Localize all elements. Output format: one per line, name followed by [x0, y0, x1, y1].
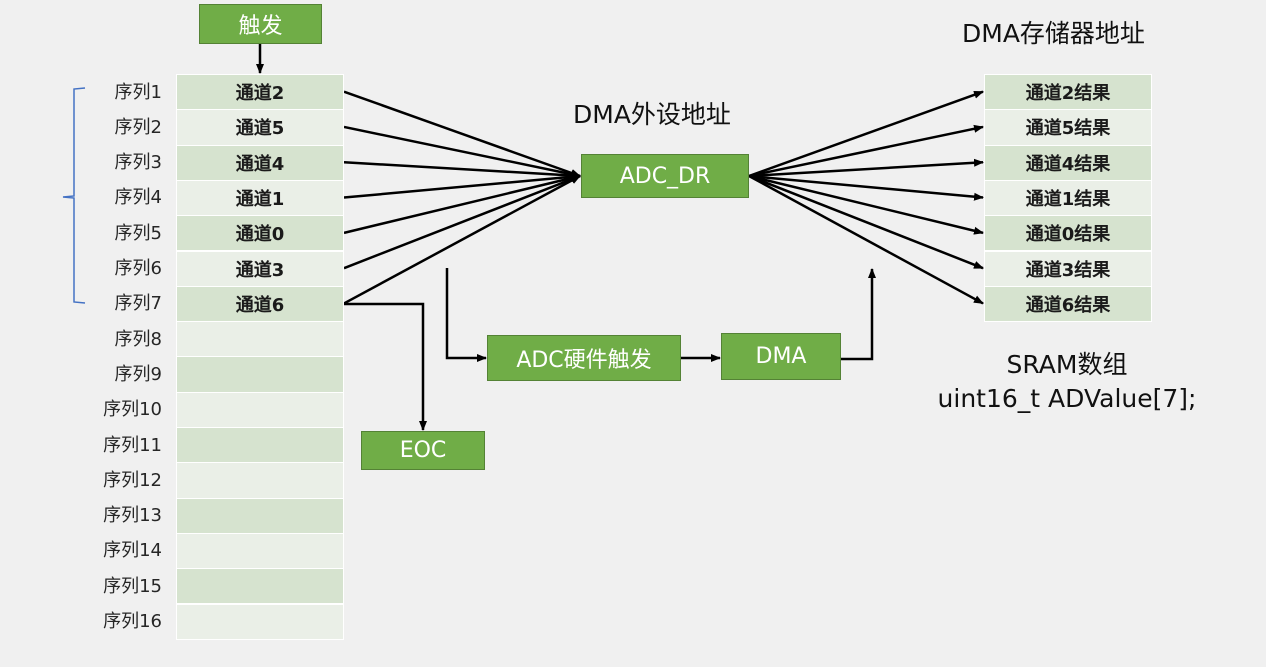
channel-to-adc-dr-arrow [343, 174, 581, 305]
adc-dr-to-result-arrow [748, 158, 984, 178]
sequence-label: 序列9 [114, 363, 162, 385]
sequence-label: 序列2 [114, 116, 162, 138]
dma-box: DMA [721, 333, 841, 380]
dma-label: DMA [755, 344, 807, 369]
sequence-cell: 通道3 [176, 250, 344, 287]
adc-dr-to-result-arrow [748, 90, 984, 178]
sequence-label: 序列16 [103, 611, 162, 632]
result-cell: 通道1结果 [984, 179, 1152, 217]
sequence-cell [176, 321, 344, 358]
result-cell: 通道6结果 [984, 285, 1152, 323]
sequence-label: 序列8 [114, 328, 162, 350]
eoc-label: EOC [399, 438, 447, 463]
result-cell: 通道2结果 [984, 74, 1152, 111]
adc-dr-to-result-arrow [748, 174, 984, 201]
sequence-label: 序列10 [103, 399, 162, 421]
sram-declaration: uint16_t ADValue[7]; [937, 384, 1197, 413]
adc-hw-trigger-label: ADC硬件触发 [516, 348, 652, 373]
adc-dr-to-result-arrow [748, 174, 984, 270]
memory-address-title: DMA存储器地址 [962, 19, 1145, 48]
adc-dr-to-result-arrow [748, 124, 984, 178]
sequence-label: 序列13 [103, 505, 162, 527]
hw-trigger-arrow [445, 268, 487, 362]
adc-dr-box: ADC_DR [581, 154, 749, 198]
result-cell: 通道3结果 [984, 250, 1152, 287]
channel-to-adc-dr-arrow [343, 172, 581, 199]
sequence-cell [176, 497, 344, 534]
sequence-cell: 通道4 [176, 144, 344, 181]
trigger-label: 触发 [238, 14, 283, 39]
trigger-box: 触发 [199, 4, 322, 44]
sequence-cell [176, 391, 344, 428]
sram-title: SRAM数组 [1006, 350, 1128, 379]
sequence-label: 序列4 [114, 187, 162, 209]
adc-dr-to-result-arrow [748, 174, 984, 235]
peripheral-address-title: DMA外设地址 [573, 100, 731, 129]
result-cell: 通道4结果 [984, 144, 1152, 181]
dma-up-arrow [841, 268, 876, 361]
sequence-label: 序列12 [103, 469, 162, 491]
sequence-label: 序列3 [114, 152, 162, 174]
sequence-label: 序列14 [103, 540, 162, 562]
sequence-cell: 通道1 [176, 179, 344, 217]
sequence-cell [176, 532, 344, 570]
channel-to-adc-dr-arrow [343, 174, 581, 235]
adc-dr-label: ADC_DR [619, 163, 711, 189]
channel-to-adc-dr-arrow [343, 161, 581, 180]
sequence-cell [176, 568, 344, 605]
result-cell: 通道0结果 [984, 215, 1152, 252]
channel-to-adc-dr-arrow [343, 174, 581, 270]
sequence-label: 序列5 [114, 222, 162, 244]
eoc-arrow [343, 302, 427, 431]
channel-to-adc-dr-arrow [343, 90, 581, 178]
sequence-label: 序列15 [103, 575, 162, 597]
sequence-label: 序列11 [103, 434, 162, 456]
sequence-brace [62, 87, 86, 304]
sequence-label: 序列6 [114, 258, 162, 279]
sequence-cell [176, 427, 344, 464]
sequence-cell: 通道6 [176, 285, 344, 323]
channel-to-adc-dr-arrow [343, 125, 581, 179]
result-cell: 通道5结果 [984, 109, 1152, 146]
sequence-cell [176, 462, 344, 499]
adc-hw-trigger-box: ADC硬件触发 [487, 335, 681, 381]
adc-dr-to-result-arrow [748, 174, 984, 305]
sequence-cell: 通道0 [176, 215, 344, 252]
sequence-cell: 通道5 [176, 109, 344, 146]
sequence-label: 序列1 [114, 81, 162, 103]
sequence-cell: 通道2 [176, 74, 344, 111]
sequence-cell [176, 603, 344, 640]
sequence-cell [176, 356, 344, 393]
sram-caption: SRAM数组 uint16_t ADValue[7]; [917, 348, 1217, 416]
eoc-box: EOC [361, 431, 485, 470]
sequence-label: 序列7 [114, 293, 162, 315]
